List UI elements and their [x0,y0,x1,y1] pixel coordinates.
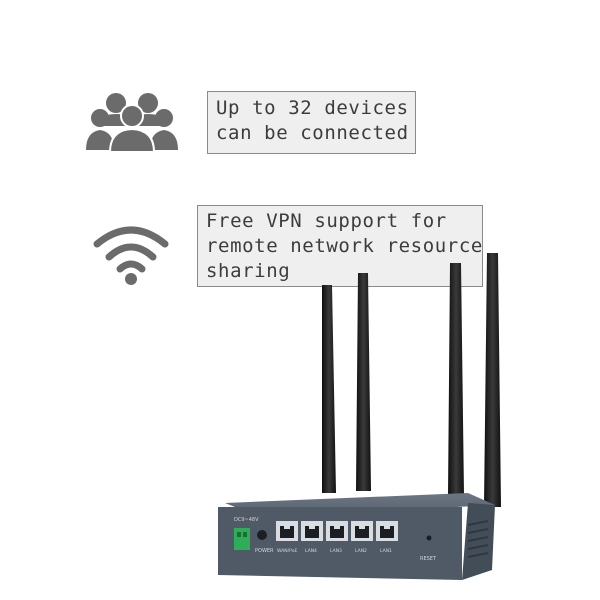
antenna-3 [448,263,464,497]
label-lan2: LAN2 [355,548,367,554]
router-image: DC9~48V POWER WAN/PoE LAN4 LAN3 LAN2 LAN… [218,253,501,580]
feature-devices-line-2: can be connected [216,122,409,144]
feature-vpn-box: Free VPN support for remote network reso… [197,205,483,287]
reset-button [426,535,432,541]
label-wan: WAN/PoE [277,548,297,554]
wifi-icon [93,226,169,285]
label-lan3: LAN3 [330,548,342,554]
antenna-1 [322,285,336,493]
dc-terminal [234,528,250,550]
label-reset: RESET [420,556,437,562]
label-dc: DC9~48V [234,517,259,523]
users-group-icon [86,93,178,153]
feature-devices-line-1: Up to 32 devices [216,97,409,119]
antenna-2 [356,273,371,491]
feature-vpn-line-2: remote network resource [206,235,483,257]
feature-devices-box: Up to 32 devices can be connected [207,91,416,154]
ethernet-ports [276,521,398,541]
antenna-4 [484,253,501,507]
label-lan4: LAN4 [305,548,317,554]
feature-vpn-line-3: sharing [206,260,291,282]
antennas [322,253,501,507]
label-lan1: LAN1 [380,548,392,554]
label-power: POWER [255,548,274,554]
power-jack [257,530,267,540]
feature-vpn-line-1: Free VPN support for [206,210,447,232]
